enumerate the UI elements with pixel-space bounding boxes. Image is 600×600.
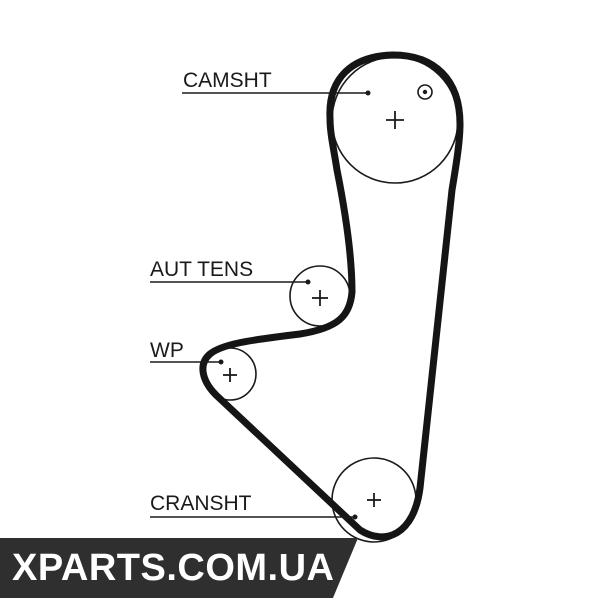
camshaft-pulley bbox=[331, 56, 459, 184]
watermark-banner: XPARTS.COM.UA bbox=[0, 538, 358, 598]
tensioner-leader-dot bbox=[305, 279, 311, 285]
water-pump-leader-dot bbox=[218, 359, 224, 365]
camshaft-label: CAMSHT bbox=[183, 69, 272, 92]
crankshaft-label: CRANSHT bbox=[150, 492, 252, 515]
crankshaft-leader-dot bbox=[352, 514, 358, 520]
camshaft-leader-dot bbox=[365, 90, 371, 96]
water-pump-label: WP bbox=[150, 339, 184, 362]
watermark-text: XPARTS.COM.UA bbox=[12, 547, 335, 589]
tensioner-label: AUT TENS bbox=[150, 258, 253, 281]
timing-mark-dot bbox=[422, 89, 428, 95]
timing-belt bbox=[199, 51, 464, 541]
